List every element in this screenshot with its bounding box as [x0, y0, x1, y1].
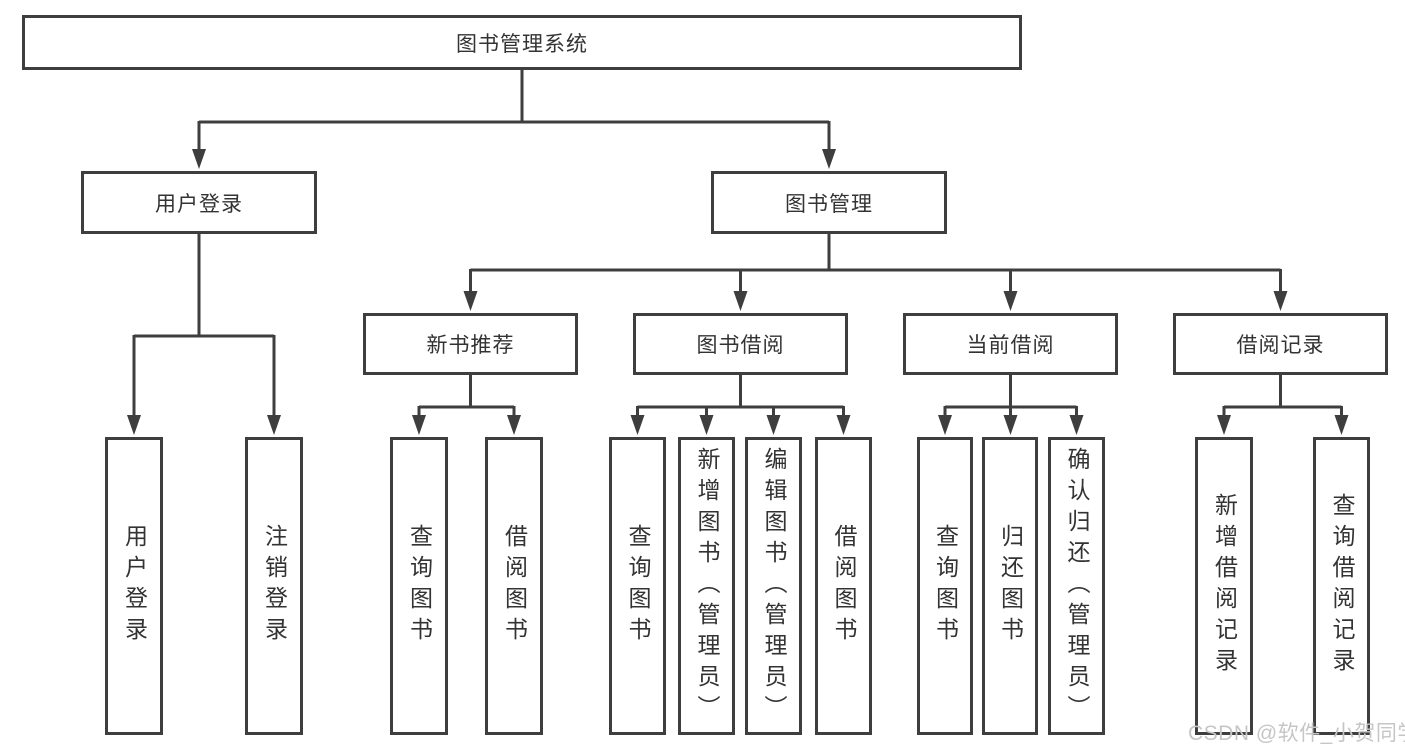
- leaf-logout-login: 注销登录: [245, 437, 303, 735]
- leaf-edit-books-admin: 编辑图书（管理员）: [745, 437, 802, 735]
- node-book-management: 图书管理: [711, 171, 947, 234]
- leaf-return-books: 归还图书: [982, 437, 1038, 735]
- leaf-query-books-current: 查询图书: [917, 437, 973, 735]
- node-user-login: 用户登录: [81, 171, 317, 234]
- node-book-borrowing: 图书借阅: [633, 313, 848, 375]
- node-library-management-system: 图书管理系统: [22, 15, 1022, 70]
- leaf-user-login: 用户登录: [105, 437, 163, 735]
- node-current-borrowing: 当前借阅: [903, 313, 1118, 375]
- leaf-add-books-admin: 新增图书（管理员）: [678, 437, 735, 735]
- leaf-query-books-borrowing: 查询图书: [609, 437, 666, 735]
- csdn-watermark: CSDN @软件_小贺同学: [1188, 722, 1405, 745]
- node-new-book-recommendation: 新书推荐: [363, 313, 578, 375]
- leaf-borrow-books-borrowing: 借阅图书: [815, 437, 872, 735]
- leaf-borrow-books-recommend: 借阅图书: [485, 437, 543, 735]
- node-borrowing-records: 借阅记录: [1173, 313, 1388, 375]
- leaf-confirm-return-admin: 确认归还（管理员）: [1048, 437, 1105, 735]
- leaf-query-books-recommend: 查询图书: [390, 437, 448, 735]
- leaf-add-borrow-record: 新增借阅记录: [1195, 437, 1253, 735]
- leaf-query-borrow-record: 查询借阅记录: [1313, 437, 1370, 735]
